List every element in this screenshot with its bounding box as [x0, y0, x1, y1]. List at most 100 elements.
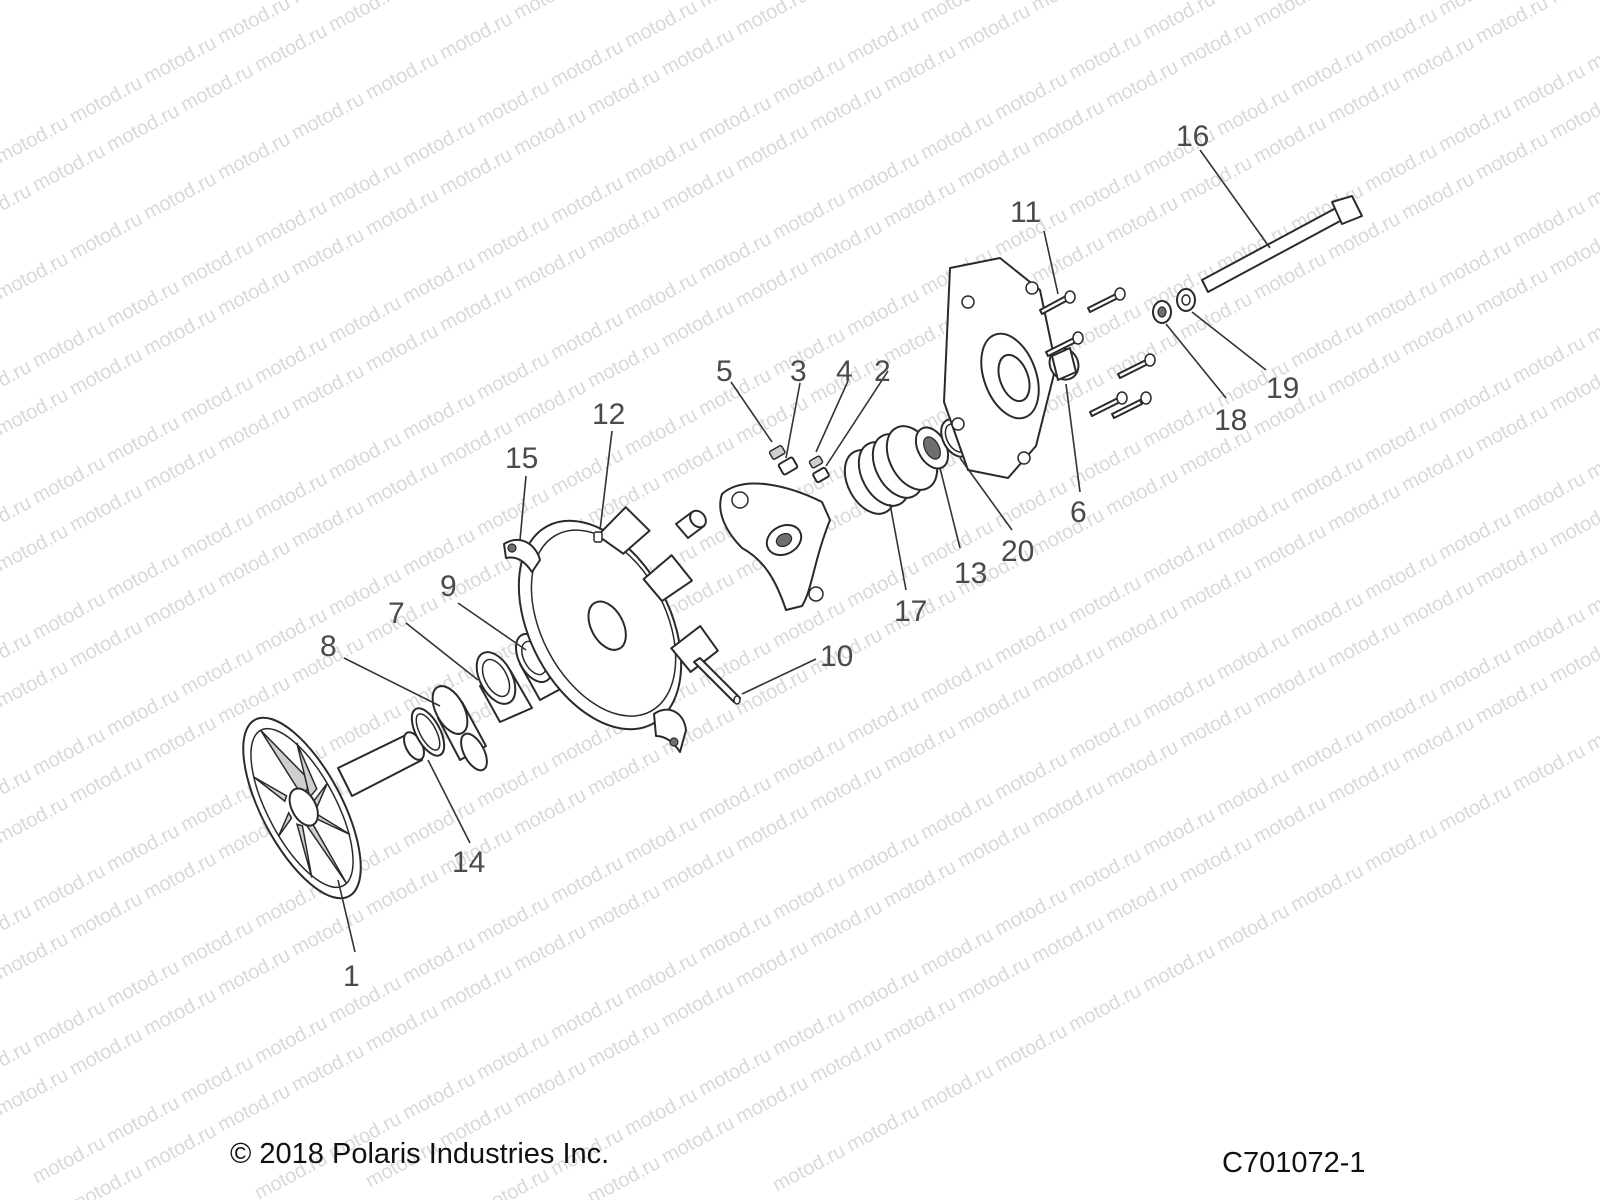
watermark-text: motod.ru [1028, 912, 1108, 968]
watermark-text: motod.ru [1398, 440, 1478, 496]
watermark-text: motod.ru [140, 576, 220, 632]
callout-5: 5 [716, 355, 733, 388]
watermark-text: motod.ru [1324, 344, 1404, 400]
watermark-text: motod.ru [732, 0, 812, 40]
spider [719, 482, 831, 611]
watermark-text: motod.ru [140, 168, 220, 224]
watermark-text: motod.ru [1583, 700, 1600, 756]
watermark-text: motod.ru [658, 840, 738, 896]
watermark-text: motod.ru [1472, 672, 1552, 728]
watermark-text: motod.ru [288, 904, 368, 960]
watermark-text: motod.ru [436, 960, 516, 1016]
watermark-text: motod.ru [954, 680, 1034, 736]
watermark-text: motod.ru [806, 216, 886, 272]
watermark-text: motod.ru [362, 320, 442, 376]
copyright-notice: © 2018 Polaris Industries Inc. [230, 1138, 610, 1170]
watermark-text: motod.ru [1435, 780, 1515, 836]
part-4-roller [808, 455, 824, 469]
watermark-text: motod.ru [288, 360, 368, 416]
watermark-text: motod.ru [732, 800, 812, 856]
watermark-text: motod.ru [1102, 736, 1182, 792]
cover [943, 257, 1057, 479]
watermark-text: motod.ru [658, 1112, 738, 1168]
watermark-text: motod.ru [658, 432, 738, 488]
leader-lines [337, 149, 1271, 953]
watermark-text: motod.ru [436, 144, 516, 200]
watermark-text: motod.ru [1250, 656, 1330, 712]
part-18-nut [1152, 300, 1172, 324]
watermark-text: motod.ru [584, 64, 664, 120]
watermark-text: motod.ru [1472, 128, 1552, 184]
part-1-fixed-sheave-shaft [242, 716, 425, 900]
watermark-text: motod.ru [1324, 616, 1404, 672]
watermark-text: motod.ru [880, 40, 960, 96]
watermark-text: motod.ru [1398, 32, 1478, 88]
watermark-text: motod.ru [140, 1120, 220, 1176]
watermark-text: motod.ru [1028, 504, 1108, 560]
watermark-text: motod.ru [66, 1024, 146, 1080]
roller [675, 509, 707, 539]
callout-3: 3 [790, 355, 807, 388]
movable-sheave [517, 506, 719, 731]
watermark-text: motod.ru [1250, 520, 1330, 576]
watermark-text: motod.ru [1583, 428, 1600, 484]
part-16-bolt [1201, 195, 1363, 293]
watermark-text: motod.ru [214, 944, 294, 1000]
watermark-text: motod.ru [1287, 860, 1367, 916]
watermark-text: motod.ru [436, 8, 516, 64]
callout-1: 1 [343, 960, 360, 993]
watermark-text: motod.ru [510, 1056, 590, 1112]
watermark-text: motod.ru [658, 976, 738, 1032]
watermark-text: motod.ru [1102, 192, 1182, 248]
callout-4: 4 [836, 355, 853, 388]
watermark-text: motod.ru [510, 376, 590, 432]
part-5-roller [768, 445, 786, 460]
watermark-text: motod.ru [732, 256, 812, 312]
watermark-text: motod.ru [510, 784, 590, 840]
watermark-text: motod.ru [1176, 560, 1256, 616]
watermark-text: motod.ru [1250, 792, 1330, 848]
watermark-text: motod.ru [288, 88, 368, 144]
watermark-text: motod.ru [1176, 16, 1256, 72]
watermark-text: motod.ru [806, 760, 886, 816]
watermark-text: motod.ru [880, 720, 960, 776]
watermark-text: motod.ru [436, 280, 516, 336]
part-8-bushing [431, 685, 488, 772]
watermark-text: motod.ru [1398, 168, 1478, 224]
part-14-snap-ring [410, 707, 446, 757]
watermark-text: motod.ru [0, 928, 72, 984]
watermark-text: motod.ru [1324, 480, 1404, 536]
watermark-text: motod.ru [140, 984, 220, 1040]
watermark-text: motod.ru [880, 176, 960, 232]
watermark-text: motod.ru [1213, 900, 1293, 956]
cam-weight-lower [653, 708, 687, 753]
watermark-text: motod.ru [584, 200, 664, 256]
watermark-text: motod.ru [584, 744, 664, 800]
watermark-text: motod.ru [0, 1064, 72, 1120]
watermark-text: motod.ru [1250, 0, 1330, 32]
watermark-text: motod.ru [1028, 776, 1108, 832]
watermark-text: motod.ru [214, 1080, 294, 1136]
watermark-text: motod.ru [66, 344, 146, 400]
part-10-pin [693, 657, 741, 705]
callout-20: 20 [1001, 535, 1034, 568]
watermark-text: motod.ru [362, 456, 442, 512]
part-11-bolts [1039, 287, 1156, 419]
watermark-text: motod.ru [1176, 832, 1256, 888]
drawing-number: C701072-1 [1222, 1147, 1366, 1179]
watermark-text: motod.ru [769, 1140, 849, 1196]
watermark-text: motod.ru [140, 304, 220, 360]
callout-labels: 1 2 3 4 5 6 7 8 9 10 11 12 13 14 15 16 1… [320, 120, 1299, 993]
watermark-text: motod.ru [214, 536, 294, 592]
watermark-text: motod.ru [917, 1060, 997, 1116]
watermark-text: motod.ru [1028, 0, 1108, 16]
watermark-text: motod.ru [954, 0, 1034, 56]
watermark-text: motod.ru [140, 440, 220, 496]
watermark-text: motod.ru [0, 792, 72, 848]
watermark-text: motod.ru [0, 384, 72, 440]
watermark-text: motod.ru [880, 856, 960, 912]
watermark-text: motod.ru [1583, 20, 1600, 76]
watermark-text: motod.ru [658, 24, 738, 80]
watermark-text: motod.ru [140, 848, 220, 904]
watermark-text: motod.ru [177, 60, 257, 116]
